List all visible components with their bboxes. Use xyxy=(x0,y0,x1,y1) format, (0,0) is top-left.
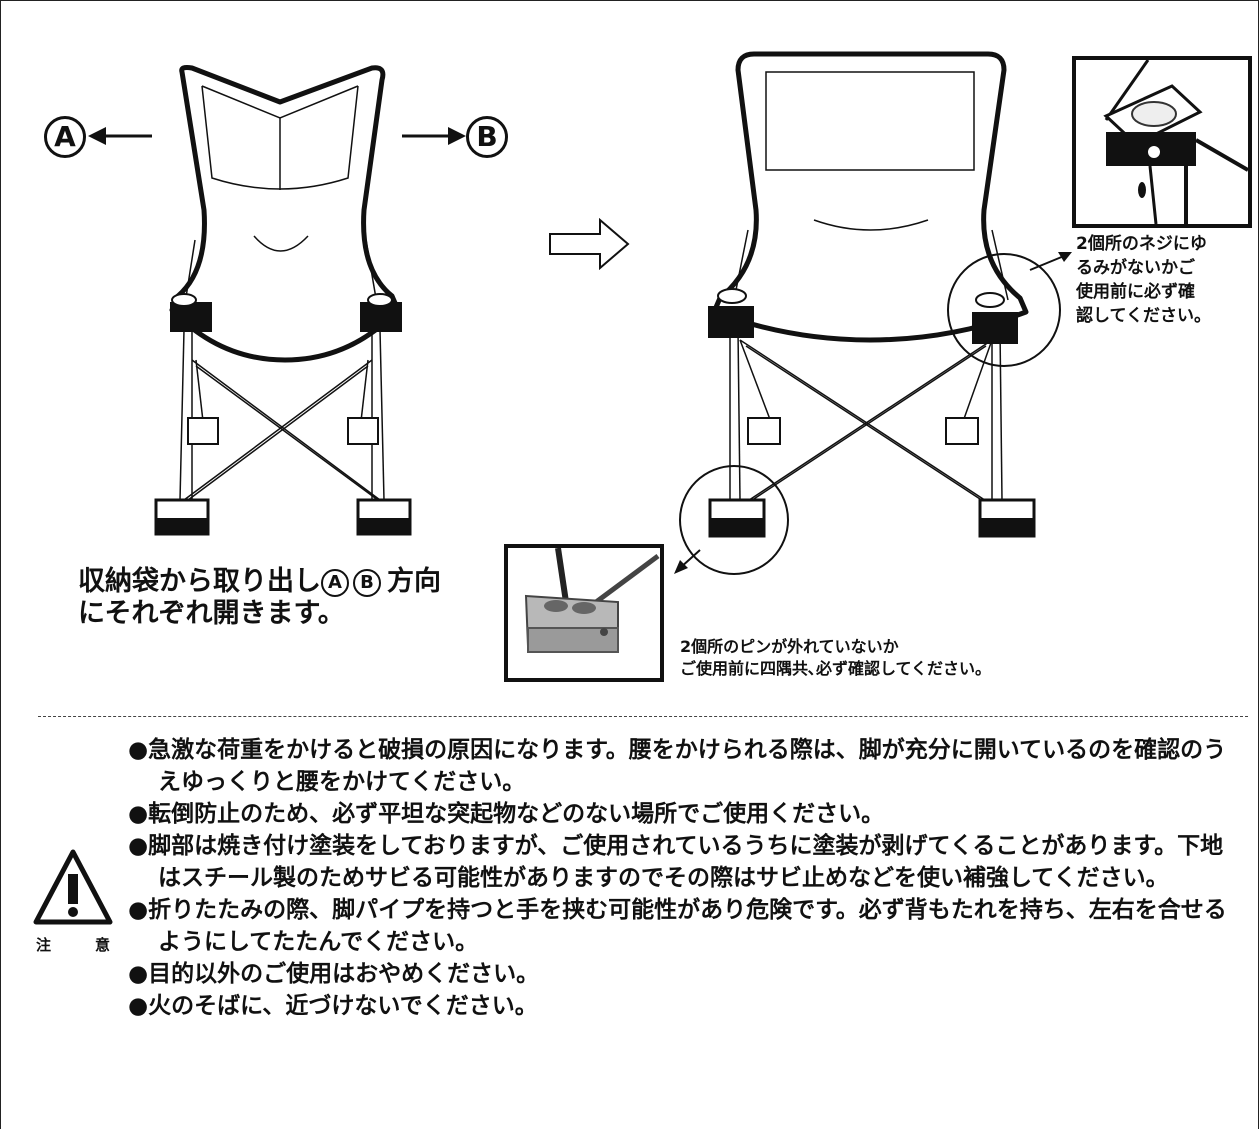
caution-label: 注 意 xyxy=(36,934,110,955)
caution-label-char: 注 xyxy=(36,936,52,954)
caution-item: ●急激な荷重をかけると破損の原因になります。腰をかけられる際は、脚が充分に開いて… xyxy=(128,737,1227,795)
caution-item: ●折りたたみの際、脚パイプを持つと手を挟む可能性があり危険です。必ず背もたれを持… xyxy=(128,897,1227,955)
screw-detail-photo xyxy=(1072,56,1252,228)
chair-open-illustration xyxy=(708,51,1036,538)
chair-closed-illustration xyxy=(154,65,412,536)
screw-note-line: 使用前に必ず確 xyxy=(1076,282,1195,302)
caption-label-a: A xyxy=(321,569,349,597)
caution-item: ●転倒防止のため、必ず平坦な突起物などのない場所でご使用ください。 xyxy=(128,801,885,827)
warning-icon xyxy=(33,849,113,925)
screw-note: 2個所のネジにゆ るみがないかご 使用前に必ず確 認してください。 xyxy=(1076,232,1256,328)
caption-label-b: B xyxy=(353,569,381,597)
arrow-right-icon xyxy=(402,127,466,145)
pin-note: 2個所のピンが外れていないか ご使用前に四隅共､必ず確認してください。 xyxy=(680,636,1120,680)
pin-note-line: 2個所のピンが外れていないか xyxy=(680,637,899,656)
caption-text-prefix: 収納袋から取り出し xyxy=(78,566,321,597)
pin-note-line: ご使用前に四隅共､必ず確認してください。 xyxy=(680,659,992,678)
screw-note-line: 認してください。 xyxy=(1076,306,1211,326)
pin-detail-photo xyxy=(504,544,664,682)
screw-note-line: 2個所のネジにゆ xyxy=(1076,234,1207,254)
caution-label-char: 意 xyxy=(94,936,110,954)
label-b: B xyxy=(466,116,508,158)
label-a: A xyxy=(44,116,86,158)
dashed-divider xyxy=(38,716,1248,717)
caution-list: ●急激な荷重をかけると破損の原因になります。腰をかけられる際は、脚が充分に開いて… xyxy=(128,734,1238,1022)
caution-item: ●目的以外のご使用はおやめください。 xyxy=(128,961,540,987)
caution-item: ●脚部は焼き付け塗装をしておりますが、ご使用されているうちに塗装が剥げてくること… xyxy=(128,833,1224,891)
screw-note-line: るみがないかご xyxy=(1076,258,1195,278)
caption-text-suffix: 方向 xyxy=(387,566,441,597)
outline-arrow-icon xyxy=(549,218,630,270)
main-caption-line2: にそれぞれ開きます。 xyxy=(78,598,345,629)
caution-item: ●火のそばに、近づけないでください。 xyxy=(128,993,538,1019)
callout-lines xyxy=(674,252,1072,575)
arrow-left-icon xyxy=(88,127,152,145)
